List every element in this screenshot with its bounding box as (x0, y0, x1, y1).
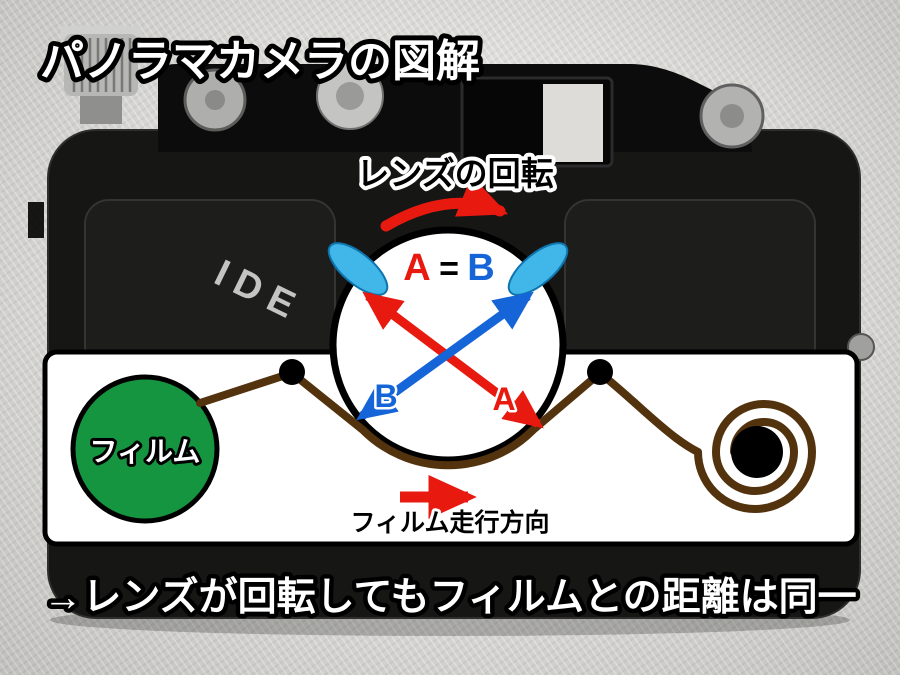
equation-a: A (403, 247, 430, 289)
advance-knob-knurl (72, 38, 132, 92)
equation-equals: = (439, 250, 459, 288)
page-title: パノラマカメラの図解 (40, 37, 480, 86)
lens-rotation-arrow (380, 175, 509, 232)
advance-knob-stem (80, 96, 122, 124)
film-roller-left (279, 359, 305, 385)
counter-dial-center (205, 90, 225, 110)
viewfinder-window (543, 84, 603, 162)
strap-lug-left (28, 202, 44, 238)
film-reel-label: フィルム (90, 436, 201, 467)
lens-rotation-label: レンズの回転 (356, 155, 553, 192)
radius-b-arrow (356, 291, 534, 421)
equation-b: B (467, 247, 494, 289)
shutter-dial-center (336, 82, 364, 110)
radius-b-label: B (374, 378, 397, 414)
rewind-knob-center (720, 104, 744, 128)
film-reel (70, 374, 220, 524)
radius-a-label: A (492, 381, 515, 417)
film-direction-label: フィルム走行方向 (350, 508, 549, 537)
film-roller-right (587, 359, 613, 385)
conclusion-text: →レンズが回転してもフィルムとの距離は同一 (43, 576, 856, 619)
takeup-spool-core (731, 426, 783, 478)
